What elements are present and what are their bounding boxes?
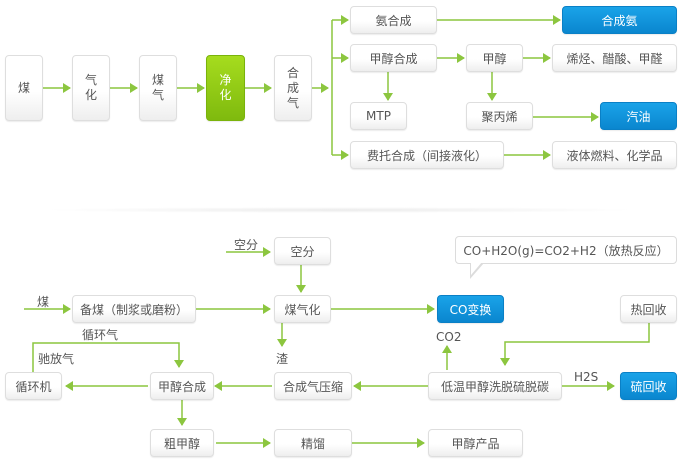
node-label: 气化 <box>84 73 97 102</box>
arrow-recycle-loop <box>32 342 184 372</box>
reaction-note-text: CO+H2O(g)=CO2+H2（放热反应） <box>463 243 669 258</box>
label-slag: 渣 <box>276 352 289 366</box>
node-label: 空分 <box>290 244 315 259</box>
node-synthetic-ammonia: 合成氨 <box>562 6 677 34</box>
node-mtp: MTP <box>350 102 407 130</box>
node-label: 循环机 <box>15 379 52 394</box>
arrow-heat-rectisol <box>500 323 650 366</box>
node-label: 聚丙烯 <box>481 109 518 124</box>
node-heat-recovery: 热回收 <box>620 295 677 323</box>
node-label: 低温甲醇洗脱硫脱碳 <box>440 379 549 394</box>
node-methanol-synthesis: 甲醇合成 <box>150 372 214 400</box>
node-label: 甲醇产品 <box>451 436 500 451</box>
node-label: 合成氨 <box>601 13 638 28</box>
node-label: 硫回收 <box>630 379 667 394</box>
node-label: 氨合成 <box>375 13 412 28</box>
node-air-separation: 空分 <box>274 237 331 265</box>
node-syngas: 合成气 <box>274 55 312 121</box>
label-co2: CO2 <box>436 330 462 344</box>
node-recycle-compressor: 循环机 <box>5 372 62 400</box>
node-rectisol: 低温甲醇洗脱硫脱碳 <box>428 372 562 400</box>
node-syngas-compression: 合成气压缩 <box>274 372 352 400</box>
node-label: 甲醇 <box>482 51 507 66</box>
node-sulfur-recovery: 硫回收 <box>620 372 677 400</box>
node-label: 烯烃、醋酸、甲醛 <box>566 51 663 66</box>
node-methanol-synthesis-top: 甲醇合成 <box>350 44 437 72</box>
bubble-tail <box>470 262 484 279</box>
node-label: 费托合成（间接液化） <box>366 148 487 163</box>
label-purge-gas: 驰放气 <box>38 352 75 366</box>
node-olefins: 烯烃、醋酸、甲醛 <box>552 44 677 72</box>
node-ammonia-synthesis: 氨合成 <box>350 6 437 34</box>
label-air-in: 空分 <box>234 238 259 252</box>
reaction-note-bubble: CO+H2O(g)=CO2+H2（放热反应） <box>455 236 677 264</box>
section-divider <box>40 207 640 213</box>
node-label: 合成气 <box>286 65 299 110</box>
label-recycle-gas: 循环气 <box>82 328 119 342</box>
node-label: CO变换 <box>449 302 492 317</box>
node-coal: 煤 <box>5 55 43 121</box>
node-ft-synthesis: 费托合成（间接液化） <box>350 141 504 169</box>
node-label: 煤气化 <box>284 302 321 317</box>
node-coal-gas: 煤气 <box>139 55 177 121</box>
node-label: 煤气 <box>151 73 164 102</box>
node-label: 液体燃料、化学品 <box>566 148 663 163</box>
node-liquid-fuels: 液体燃料、化学品 <box>552 141 677 169</box>
node-label: MTP <box>366 109 391 123</box>
node-label: 粗甲醇 <box>163 436 200 451</box>
node-coal-gasification: 煤气化 <box>274 295 331 323</box>
node-polypropylene: 聚丙烯 <box>466 102 533 130</box>
label-h2s: H2S <box>574 370 599 384</box>
node-co-shift: CO变换 <box>437 295 504 323</box>
node-label: 备煤（制浆或磨粉） <box>79 302 188 317</box>
node-crude-methanol: 粗甲醇 <box>150 429 214 457</box>
node-coal-prep: 备煤（制浆或磨粉） <box>72 295 196 323</box>
node-methanol: 甲醇 <box>466 44 523 72</box>
node-label: 精馏 <box>300 436 325 451</box>
node-gasify: 气化 <box>72 55 110 121</box>
node-label: 甲醇合成 <box>157 379 206 394</box>
node-gasoline: 汽油 <box>600 102 677 130</box>
node-label: 合成气压缩 <box>282 379 343 394</box>
node-purify: 净化 <box>206 55 245 121</box>
node-label: 汽油 <box>626 109 651 124</box>
node-label: 热回收 <box>630 302 667 317</box>
node-methanol-product: 甲醇产品 <box>428 429 523 457</box>
node-rectification: 精馏 <box>274 429 352 457</box>
node-label: 甲醇合成 <box>369 51 418 66</box>
label-coal-in: 煤 <box>37 295 50 309</box>
node-label: 净化 <box>219 73 232 102</box>
node-label: 煤 <box>17 80 30 95</box>
